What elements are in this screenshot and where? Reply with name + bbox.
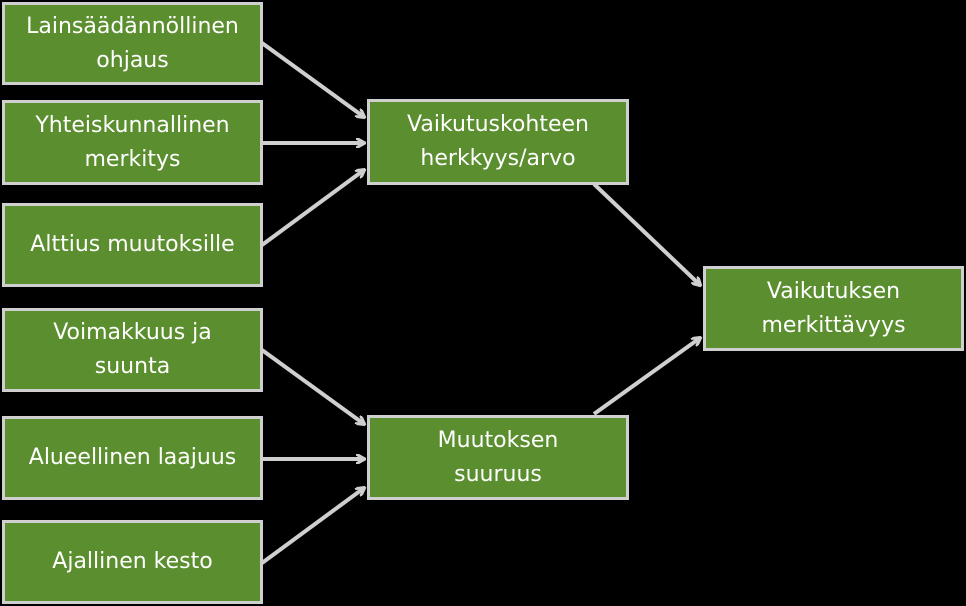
node-legislative-label: Lainsäädännöllinen ohjaus bbox=[26, 13, 239, 73]
arrow-magnitude-to-significance bbox=[592, 338, 700, 416]
node-extent: Alueellinen laajuus bbox=[2, 416, 263, 500]
node-extent-label: Alueellinen laajuus bbox=[28, 445, 237, 470]
node-duration-label: Ajallinen kesto bbox=[52, 549, 213, 574]
node-exposure: Alttius muutoksille bbox=[2, 203, 263, 287]
node-intensity-label: Voimakkuus ja suunta bbox=[53, 320, 212, 379]
node-societal: Yhteiskunnallinen merkitys bbox=[2, 100, 263, 185]
arrow-exposure-to-sensitivity bbox=[260, 170, 364, 247]
node-magnitude-label: Muutoksen suuruus bbox=[437, 427, 559, 487]
arrow-sensitivity-to-significance bbox=[592, 182, 700, 285]
node-legislative: Lainsäädännöllinen ohjaus bbox=[2, 2, 263, 85]
node-significance-label: Vaikutuksen merkittävyys bbox=[761, 278, 906, 338]
node-magnitude: Muutoksen suuruus bbox=[367, 415, 629, 500]
node-exposure-label: Alttius muutoksille bbox=[30, 232, 235, 257]
arrow-intensity-to-magnitude bbox=[260, 348, 364, 424]
node-intensity: Voimakkuus ja suunta bbox=[2, 308, 263, 392]
arrow-legislative-to-sensitivity bbox=[260, 41, 364, 117]
arrow-duration-to-magnitude bbox=[260, 488, 364, 565]
node-sensitivity: Vaikutuskohteen herkkyys/arvo bbox=[367, 99, 629, 185]
node-sensitivity-label: Vaikutuskohteen herkkyys/arvo bbox=[407, 112, 589, 171]
node-significance: Vaikutuksen merkittävyys bbox=[703, 266, 964, 351]
node-societal-label: Yhteiskunnallinen merkitys bbox=[35, 112, 230, 172]
node-duration: Ajallinen kesto bbox=[2, 520, 263, 604]
